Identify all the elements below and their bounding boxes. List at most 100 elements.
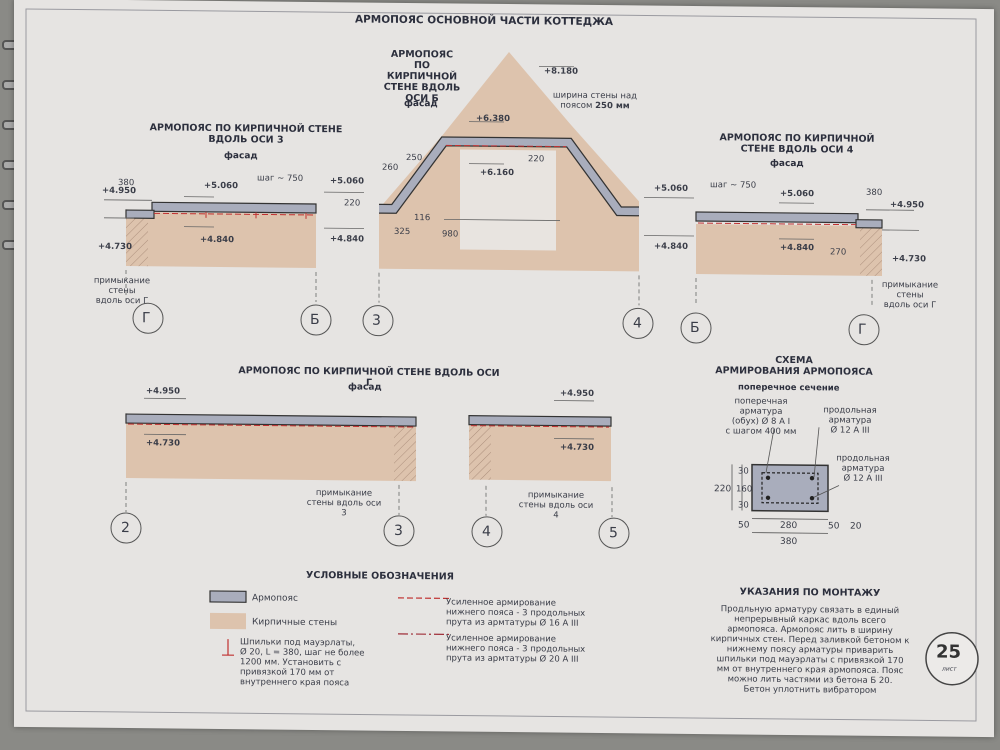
mark-4730: +4.730 bbox=[892, 254, 927, 265]
legend-note-line: внутреннего края пояса bbox=[240, 677, 350, 689]
dim-270: 270 bbox=[830, 247, 847, 258]
scheme-dim-30: 30 bbox=[738, 500, 749, 511]
legend-rein20-note: Усиленное армирование нижнего пояса - 3 … bbox=[446, 633, 636, 665]
junction-note-line: вдоль оси Г bbox=[95, 295, 149, 307]
mark-4840: +4.840 bbox=[200, 234, 235, 246]
mark-4840: +4.840 bbox=[780, 242, 815, 254]
axis-marker-4 bbox=[622, 307, 654, 339]
mark-4730: +4.730 bbox=[98, 241, 133, 253]
brick-wall bbox=[126, 212, 316, 269]
axis-marker-g bbox=[132, 302, 164, 334]
junction-hatch bbox=[469, 421, 491, 480]
dim-220: 220 bbox=[344, 198, 361, 209]
legend-symbols bbox=[209, 590, 450, 656]
mark-8180: +8.180 bbox=[544, 66, 579, 77]
brick-wall-left bbox=[126, 420, 416, 482]
axis-marker-b bbox=[300, 304, 332, 336]
scheme-dim-50: 50 bbox=[738, 520, 750, 531]
axis-label-4: 4 bbox=[482, 523, 491, 540]
view-title-axis-b: АРМОПОЯС ПО КИРПИЧНОЙ СТЕНЕ ВДОЛЬ ОСИ Б bbox=[383, 48, 461, 105]
dimension-lines bbox=[644, 197, 919, 308]
axis-marker-g bbox=[848, 314, 880, 346]
cross-section-scheme bbox=[731, 427, 840, 534]
mark-5060: +5.060 bbox=[780, 188, 815, 200]
axis-marker-b bbox=[680, 312, 712, 344]
axis-label-3: 3 bbox=[372, 312, 381, 329]
scheme-note-line: Ø 12 А III bbox=[830, 425, 870, 436]
axis-label-b: Б bbox=[310, 311, 320, 329]
scheme-dim-160: 160 bbox=[736, 484, 753, 495]
section-concrete bbox=[751, 463, 829, 513]
mark-4950: +4.950 bbox=[890, 200, 925, 211]
dim-325: 325 bbox=[394, 226, 411, 238]
junction-note-line: примыкание bbox=[881, 279, 939, 291]
axis-label-g: Г bbox=[142, 310, 151, 327]
axis-marker-3 bbox=[362, 305, 394, 337]
junction-note-4: примыкание стены вдоль оси 4 bbox=[518, 490, 594, 521]
brick-wall-right bbox=[469, 421, 611, 482]
dim-380: 380 bbox=[866, 187, 883, 198]
view-sub-axis-g: фасад bbox=[348, 382, 382, 393]
dim-260: 260 bbox=[382, 162, 399, 173]
page-number-circle bbox=[925, 631, 979, 686]
mark-5060: +5.060 bbox=[204, 180, 239, 192]
junction-note-g: примыкание стены вдоль оси Г bbox=[92, 276, 152, 307]
view-axis-3 bbox=[104, 191, 364, 336]
dim-250: 250 bbox=[406, 152, 423, 164]
mark-4730: +4.730 bbox=[560, 442, 595, 453]
scheme-long-rebar-note-b: продольная арматура Ø 12 А III bbox=[828, 453, 898, 484]
mark-4840: +4.840 bbox=[330, 234, 365, 245]
legend-title: УСЛОВНЫЕ ОБОЗНАЧЕНИЯ bbox=[306, 569, 454, 583]
legend-armopoyas-swatch bbox=[209, 590, 247, 603]
wall-width-note-text: поясом bbox=[560, 100, 593, 111]
axis-label-5: 5 bbox=[609, 525, 618, 542]
scheme-cross-rebar-note: поперечная арматура (обух) Ø 8 А I с шаг… bbox=[716, 396, 806, 437]
mark-4950: +4.950 bbox=[146, 386, 181, 397]
view-sub-axis-4: фасад bbox=[770, 158, 804, 170]
armopoyas-beam bbox=[125, 413, 417, 427]
axis-marker-2 bbox=[110, 512, 142, 544]
rebar-dots bbox=[765, 475, 815, 501]
legend-rein16-line bbox=[398, 597, 450, 600]
brick-wall bbox=[696, 224, 882, 276]
mark-6160: +6.160 bbox=[480, 167, 515, 179]
scheme-dim-380: 380 bbox=[780, 536, 798, 548]
dim-220: 220 bbox=[528, 154, 545, 165]
scheme-dim-20: 20 bbox=[850, 521, 862, 532]
scheme-dim-50: 50 bbox=[828, 521, 840, 532]
legend-studs-note: Шпильки под мауэрлаты, Ø 20, L = 380, ша… bbox=[240, 637, 390, 689]
wall-width-note-line: поясом 250 мм bbox=[552, 101, 638, 112]
dimension-lines bbox=[125, 397, 613, 518]
axis-label-2: 2 bbox=[121, 519, 130, 537]
dim-380: 380 bbox=[118, 177, 135, 189]
view-title-axis-4: АРМОПОЯС ПО КИРПИЧНОЙ СТЕНЕ ВДОЛЬ ОСИ 4 bbox=[719, 132, 875, 156]
scheme-note-line: продольная bbox=[836, 453, 890, 465]
scheme-sub: поперечное сечение bbox=[738, 382, 840, 394]
junction-hatch bbox=[126, 212, 148, 267]
junction-note-line: стены bbox=[896, 290, 924, 301]
legend-brick-swatch bbox=[210, 612, 246, 630]
sheet-frame bbox=[25, 8, 977, 722]
mark-4730: +4.730 bbox=[146, 438, 181, 449]
legend-note-line: прута из армтатуры Ø 16 А III bbox=[446, 617, 579, 629]
junction-note-3: примыкание стены вдоль оси 3 bbox=[306, 488, 382, 519]
page-number: 25 bbox=[936, 641, 962, 663]
junction-note-line: примыкание bbox=[93, 275, 151, 287]
legend-rein20-line bbox=[398, 633, 450, 636]
dim-980: 980 bbox=[442, 229, 459, 240]
rebar-line bbox=[698, 222, 856, 226]
armopoyas-beam-step bbox=[125, 209, 155, 219]
view-sub-axis-3: фасад bbox=[224, 151, 258, 162]
armopoyas-beam bbox=[695, 211, 859, 224]
view-axis-g bbox=[110, 397, 630, 549]
mark-5060: +5.060 bbox=[654, 183, 689, 194]
scheme-dim-280: 280 bbox=[780, 520, 798, 532]
scheme-title: СХЕМА АРМИРОВАНИЯ АРМОПОЯСА bbox=[714, 354, 874, 378]
drawing-sheet: АРМОПОЯС ОСНОВНОЙ ЧАСТИ КОТТЕДЖА АРМОПОЯ… bbox=[14, 0, 994, 738]
page-suffix: лист bbox=[942, 665, 957, 673]
notes-title: УКАЗАНИЯ ПО МОНТАЖУ bbox=[739, 586, 881, 599]
armopoyas-beam bbox=[468, 415, 612, 427]
notes-body: Продльную арматуру связать в единый непр… bbox=[690, 604, 930, 697]
mark-4840: +4.840 bbox=[654, 241, 689, 252]
wall-width-value: 250 мм bbox=[595, 100, 630, 112]
